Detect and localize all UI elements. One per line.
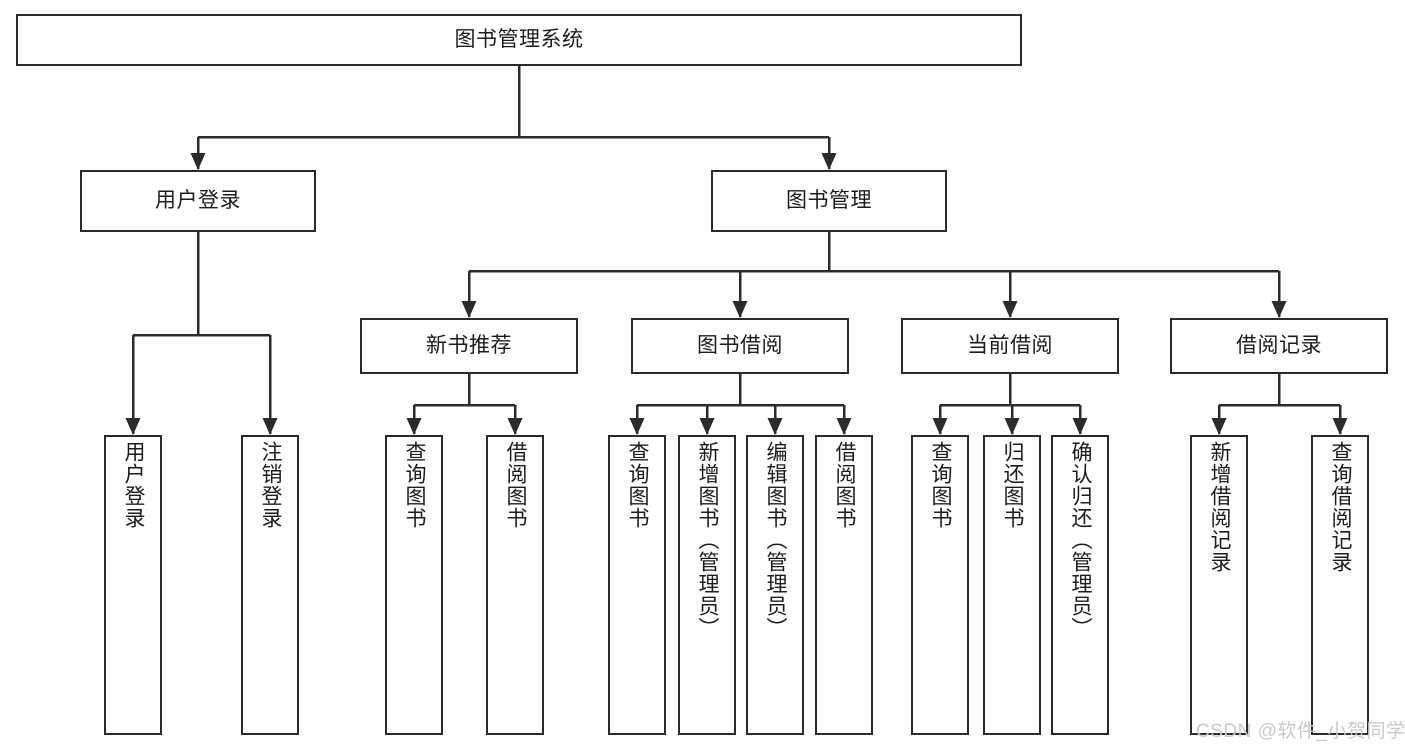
node-leaf-query-book-3[interactable]: 查询图书 (911, 435, 969, 735)
node-leaf-query-book-1[interactable]: 查询图书 (385, 435, 443, 735)
root-to-level2-arrow-0 (190, 153, 206, 170)
current-to-leaves-arrow-1 (1004, 418, 1020, 435)
node-leaf-return-book-label: 归还图书 (1001, 441, 1025, 529)
user-login-to-leaves-arrow-0 (125, 418, 141, 435)
node-leaf-confirm-return[interactable]: 确认归还（管理员） (1051, 435, 1109, 735)
node-user-login-label: 用户登录 (155, 188, 241, 212)
node-leaf-borrow-book-2-label: 借阅图书 (833, 441, 857, 529)
node-leaf-borrow-book-2[interactable]: 借阅图书 (815, 435, 873, 735)
node-user-login[interactable]: 用户登录 (80, 170, 316, 232)
current-to-leaves-arrow-2 (1072, 418, 1088, 435)
borrow-to-leaves-arrow-2 (767, 418, 783, 435)
node-leaf-edit-book[interactable]: 编辑图书（管理员） (746, 435, 804, 735)
node-leaf-borrow-book-1-label: 借阅图书 (504, 441, 528, 529)
node-leaf-query-record[interactable]: 查询借阅记录 (1311, 435, 1369, 735)
node-current-borrow-label: 当前借阅 (967, 333, 1053, 357)
node-leaf-return-book[interactable]: 归还图书 (983, 435, 1041, 735)
node-leaf-logout-label: 注销登录 (259, 441, 283, 529)
borrow-to-leaves-arrow-0 (629, 418, 645, 435)
recommend-to-leaves-arrow-0 (406, 418, 422, 435)
node-leaf-add-record[interactable]: 新增借阅记录 (1190, 435, 1248, 735)
book-manage-to-level3-arrow-1 (732, 301, 748, 318)
node-leaf-query-book-2[interactable]: 查询图书 (608, 435, 666, 735)
book-manage-to-level3-arrow-2 (1002, 301, 1018, 318)
node-root[interactable]: 图书管理系统 (16, 14, 1022, 66)
node-borrow-record-label: 借阅记录 (1236, 333, 1322, 357)
current-to-leaves-arrow-0 (932, 418, 948, 435)
book-manage-to-level3-arrow-0 (461, 301, 477, 318)
node-leaf-user-login-label: 用户登录 (122, 441, 146, 529)
node-leaf-query-book-2-label: 查询图书 (626, 441, 650, 529)
node-borrow-record[interactable]: 借阅记录 (1170, 318, 1388, 374)
record-to-leaves-arrow-0 (1211, 418, 1227, 435)
node-leaf-query-book-3-label: 查询图书 (929, 441, 953, 529)
node-leaf-query-book-1-label: 查询图书 (403, 441, 427, 529)
recommend-to-leaves-arrow-1 (507, 418, 523, 435)
node-leaf-borrow-book-1[interactable]: 借阅图书 (486, 435, 544, 735)
node-new-book-recommend[interactable]: 新书推荐 (360, 318, 578, 374)
record-to-leaves-arrow-1 (1332, 418, 1348, 435)
user-login-to-leaves-arrow-1 (262, 418, 278, 435)
node-leaf-user-login[interactable]: 用户登录 (104, 435, 162, 735)
root-to-level2-arrow-1 (821, 153, 837, 170)
node-current-borrow[interactable]: 当前借阅 (901, 318, 1119, 374)
node-leaf-confirm-return-label: 确认归还（管理员） (1069, 441, 1093, 639)
node-book-borrow-label: 图书借阅 (697, 333, 783, 357)
node-book-manage[interactable]: 图书管理 (711, 170, 947, 232)
node-book-borrow[interactable]: 图书借阅 (631, 318, 849, 374)
node-leaf-query-record-label: 查询借阅记录 (1329, 441, 1353, 573)
node-root-label: 图书管理系统 (454, 27, 584, 51)
node-leaf-add-book-label: 新增图书（管理员） (696, 441, 720, 639)
book-manage-to-level3-arrow-3 (1271, 301, 1287, 318)
node-leaf-edit-book-label: 编辑图书（管理员） (764, 441, 788, 639)
borrow-to-leaves-arrow-1 (699, 418, 715, 435)
node-new-book-recommend-label: 新书推荐 (426, 333, 512, 357)
node-leaf-add-book[interactable]: 新增图书（管理员） (678, 435, 736, 735)
node-leaf-logout[interactable]: 注销登录 (241, 435, 299, 735)
borrow-to-leaves-arrow-3 (836, 418, 852, 435)
node-book-manage-label: 图书管理 (786, 188, 872, 212)
node-leaf-add-record-label: 新增借阅记录 (1208, 441, 1232, 573)
